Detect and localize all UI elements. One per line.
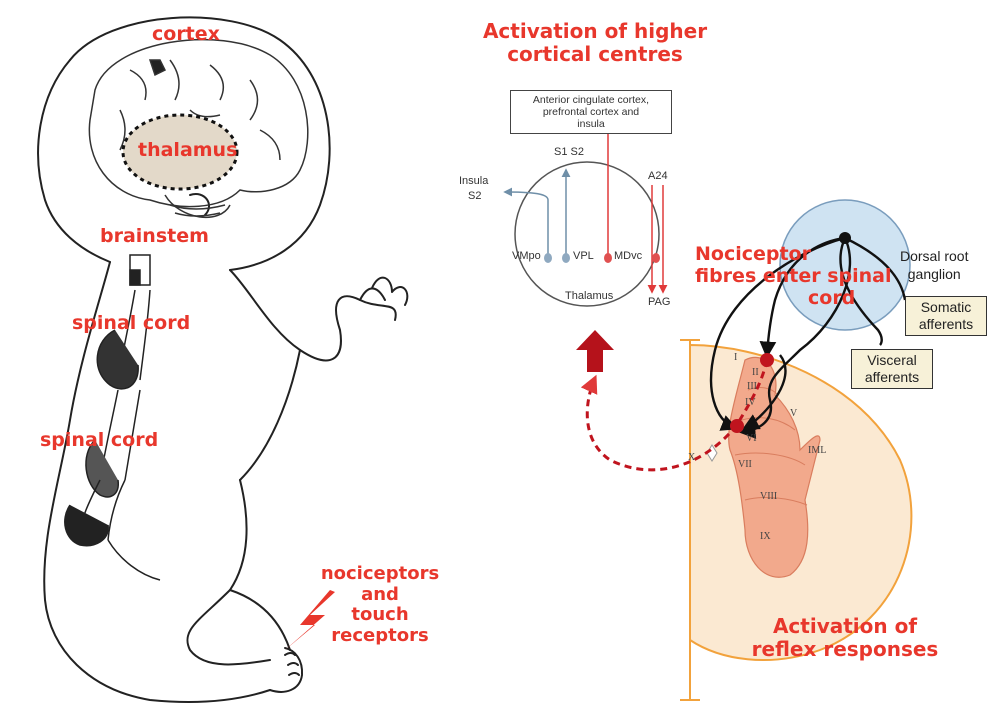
somatic-afferents-box: Somatic afferents: [905, 296, 987, 336]
label-nociceptor-fibres: Nociceptor fibres enter spinal cord: [695, 244, 892, 310]
label-vmpo: VMpo: [512, 250, 541, 262]
lamina-vii: VII: [738, 459, 752, 470]
higher-line-2: cortical centres: [470, 43, 720, 66]
lamina-ii: II: [752, 367, 759, 378]
label-spinal-cord-upper: spinal cord: [72, 313, 190, 335]
fibres-line-3: cord: [695, 288, 892, 310]
label-iml: IML: [808, 445, 826, 456]
synapse-dot-upper: [760, 353, 774, 367]
label-s1s2: S1 S2: [554, 146, 584, 158]
lamina-i: I: [734, 352, 737, 363]
nociceptors-line-3: touch: [320, 605, 440, 626]
cortex-target-box: Anterior cingulate cortex, prefrontal co…: [510, 90, 672, 134]
label-insula: Insula: [459, 175, 488, 187]
lamina-ix: IX: [760, 531, 771, 542]
cortex-box-line-2: prefrontal cortex and: [515, 106, 667, 118]
label-brainstem: brainstem: [100, 226, 209, 248]
lamina-iii: III: [747, 381, 757, 392]
label-mdvc: MDvc: [614, 250, 642, 262]
synapse-dot-lower: [730, 419, 744, 433]
label-s2: S2: [468, 190, 481, 202]
spinal-cord-drawing: [65, 255, 160, 580]
lamina-v: V: [790, 408, 797, 419]
thalamus-circuit: [505, 118, 663, 306]
label-dorsal-root: Dorsal root ganglion: [900, 248, 968, 283]
somatic-line-2: afferents: [910, 316, 982, 333]
lamina-iv: IV: [745, 397, 756, 408]
label-nociceptors: nociceptors and touch receptors: [320, 564, 440, 647]
lamina-vi: VI: [746, 433, 757, 444]
somatic-line-1: Somatic: [910, 299, 982, 316]
visceral-line-2: afferents: [856, 369, 928, 386]
lamina-viii: VIII: [760, 491, 777, 502]
visceral-afferents-box: Visceral afferents: [851, 349, 933, 389]
label-a24: A24: [648, 170, 668, 182]
nociceptors-line-2: and: [320, 585, 440, 606]
label-reflex: Activation of reflex responses: [745, 615, 945, 661]
label-cortex: cortex: [152, 24, 220, 46]
dorsal-root-line-2: ganglion: [900, 266, 968, 284]
nociceptors-line-4: receptors: [320, 626, 440, 647]
cortex-box-line-3: insula: [515, 118, 667, 130]
dorsal-root-line-1: Dorsal root: [900, 248, 968, 266]
reflex-line-2: reflex responses: [745, 638, 945, 661]
label-thalamus-small: Thalamus: [565, 290, 613, 302]
nociceptors-line-1: nociceptors: [320, 564, 440, 585]
visceral-line-1: Visceral: [856, 352, 928, 369]
reflex-line-1: Activation of: [745, 615, 945, 638]
higher-line-1: Activation of higher: [470, 20, 720, 43]
label-vpl: VPL: [573, 250, 594, 262]
lamina-x: X: [688, 452, 695, 463]
ganglion-cell: [839, 232, 851, 244]
ascending-arrow: [576, 330, 614, 372]
fibres-line-1: Nociceptor: [695, 244, 892, 266]
label-higher-centres: Activation of higher cortical centres: [470, 20, 720, 66]
label-thalamus: thalamus: [138, 140, 237, 162]
fibres-line-2: fibres enter spinal: [695, 266, 892, 288]
cortex-box-line-1: Anterior cingulate cortex,: [515, 94, 667, 106]
label-pag: PAG: [648, 296, 670, 308]
label-spinal-cord-lower: spinal cord: [40, 430, 158, 452]
